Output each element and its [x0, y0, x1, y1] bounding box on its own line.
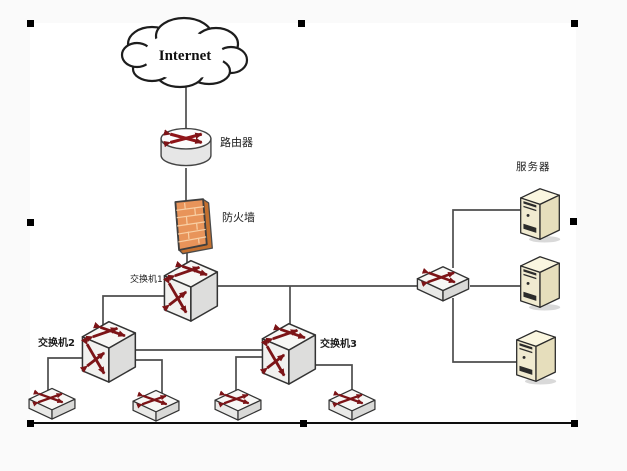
selection-handle-middle-right[interactable] — [570, 218, 577, 225]
selection-handle-middle-left[interactable] — [27, 219, 34, 226]
servers-label: 服务器 — [516, 161, 551, 173]
router-icon — [161, 129, 211, 166]
internet-label: Internet — [158, 48, 212, 64]
firewall-icon — [174, 198, 214, 255]
selection-handle-top-right[interactable] — [571, 20, 578, 27]
selection-handle-top-left[interactable] — [27, 20, 34, 27]
switch1-label: 交换机1 — [130, 275, 163, 285]
selection-handle-bottom-left[interactable] — [27, 420, 34, 427]
router-label: 路由器 — [220, 136, 253, 149]
selection-handle-top-middle[interactable] — [298, 20, 305, 27]
firewall-label: 防火墙 — [222, 211, 255, 224]
switch3-label: 交换机3 — [320, 339, 357, 350]
cloud-icon — [120, 16, 249, 89]
selection-handle-bottom-middle[interactable] — [300, 420, 307, 427]
switch2-label: 交换机2 — [38, 338, 75, 349]
selection-handle-bottom-right[interactable] — [571, 420, 578, 427]
